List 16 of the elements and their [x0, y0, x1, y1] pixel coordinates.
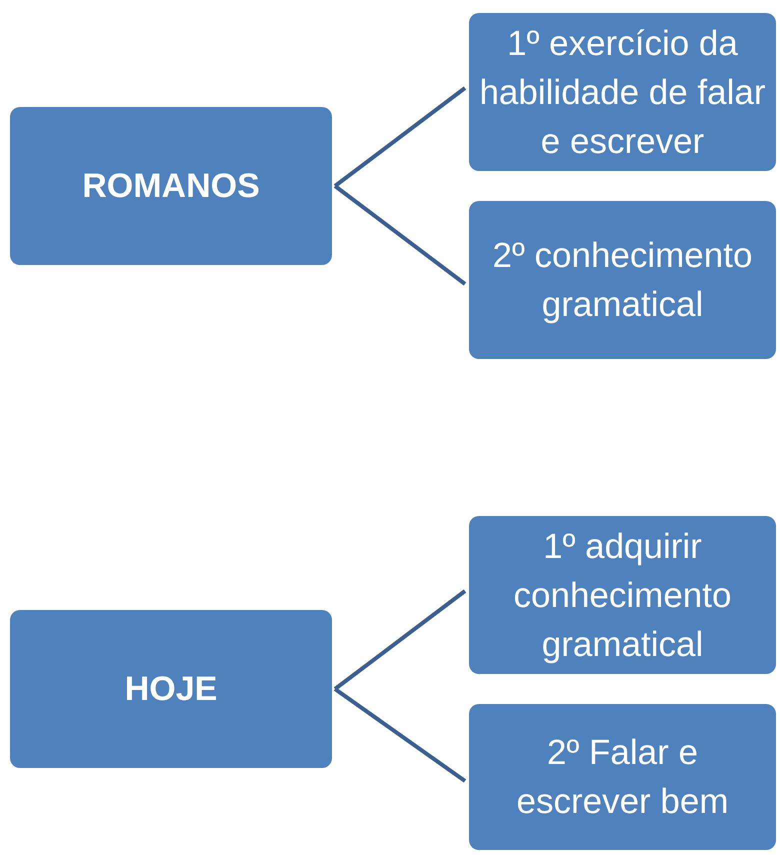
connector-line [334, 687, 466, 783]
step-text: 1º exercício da habilidade de falar e escrever [478, 22, 767, 162]
step-box [469, 201, 776, 359]
category-label: ROMANOS [82, 166, 260, 206]
category-box [10, 610, 332, 768]
connector-line [334, 86, 466, 188]
step-box [469, 704, 776, 850]
category-box [10, 107, 332, 265]
step-text: 2º conhecimento gramatical [492, 235, 754, 326]
step-text: 2º Falar e escrever bem [515, 732, 730, 823]
step-box [469, 516, 776, 674]
category-label: HOJE [124, 668, 218, 710]
connector-line [334, 184, 466, 286]
step-text: 1º adquirir conhecimento gramatical [512, 526, 732, 666]
connector-line [334, 589, 466, 691]
step-box [469, 13, 776, 171]
